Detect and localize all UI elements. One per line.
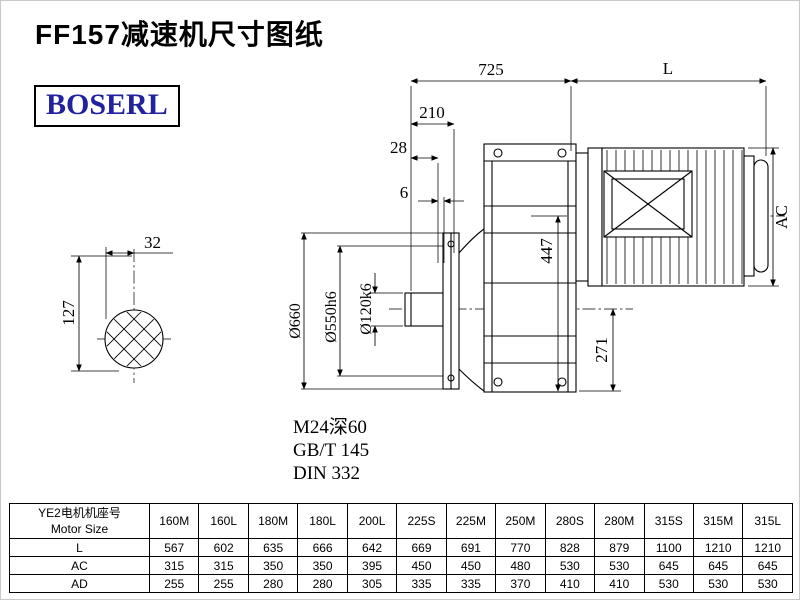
dim-127: 127: [59, 300, 78, 326]
table-cell-AC-315S: 645: [643, 556, 694, 575]
dim-L: L: [663, 59, 673, 78]
table-cell-AD-280M: 410: [594, 574, 645, 593]
table-cell-AD-160L: 255: [198, 574, 249, 593]
table-header-col-160L: 160L: [198, 503, 249, 539]
gb-standard-label: GB/T 145: [293, 440, 369, 461]
motor-view: AC: [575, 147, 791, 287]
table-row-label-AD: AD: [9, 574, 150, 593]
table-cell-AC-180L: 350: [297, 556, 348, 575]
table-header-col-315M: 315M: [692, 503, 744, 539]
table-cell-AD-225M: 335: [445, 574, 497, 593]
table-cell-AD-315M: 530: [692, 574, 744, 593]
table-cell-L-250M: 770: [495, 538, 546, 557]
table-row-label-AC: AC: [9, 556, 150, 575]
diameter-dimensions: Ø660 Ø550h6 Ø120k6: [287, 232, 443, 390]
page-title: FF157减速机尺寸图纸: [35, 19, 324, 50]
table-header-col-250M: 250M: [495, 503, 546, 539]
table-header-motor-size-cn: YE2电机机座号: [38, 506, 121, 520]
table-header-col-315S: 315S: [643, 503, 694, 539]
thread-note: M24深60 GB/T 145 DIN 332: [293, 416, 369, 484]
table-header-col-180L: 180L: [297, 503, 348, 539]
table-cell-L-160L: 602: [198, 538, 249, 557]
table-cell-AC-160M: 315: [148, 556, 200, 575]
table-cell-L-180L: 666: [297, 538, 348, 557]
table-cell-L-280M: 879: [594, 538, 645, 557]
table-cell-L-225S: 669: [396, 538, 447, 557]
left-end-view: 32 127: [59, 233, 173, 383]
table-cell-AD-160M: 255: [148, 574, 200, 593]
dim-32: 32: [144, 233, 161, 252]
table-cell-AC-280S: 530: [544, 556, 596, 575]
table-cell-AC-315L: 645: [742, 556, 793, 575]
table-cell-AD-250M: 370: [495, 574, 546, 593]
technical-drawing: 32 127: [59, 59, 791, 484]
table-cell-AD-280S: 410: [544, 574, 596, 593]
dim-diameter-550: Ø550h6: [323, 291, 340, 343]
table-header-col-315L: 315L: [742, 503, 793, 539]
table-cell-L-180M: 635: [247, 538, 299, 557]
table-cell-AD-225S: 335: [396, 574, 447, 593]
table-cell-AD-315S: 530: [643, 574, 694, 593]
dim-271: 271: [592, 337, 611, 363]
table-cell-AD-180M: 280: [247, 574, 299, 593]
thread-spec-label: M24深60: [293, 416, 367, 438]
table-cell-L-315M: 1210: [692, 538, 744, 557]
dim-diameter-120: Ø120k6: [358, 283, 375, 335]
table-header-col-160M: 160M: [148, 503, 200, 539]
motor-fan-cover: [753, 159, 769, 273]
table-cell-AC-250M: 480: [495, 556, 546, 575]
table-cell-AC-200L: 395: [346, 556, 398, 575]
table-cell-AC-280M: 530: [594, 556, 645, 575]
table-header-col-280M: 280M: [594, 503, 645, 539]
table-cell-L-315L: 1210: [742, 538, 793, 557]
dim-AC: AC: [772, 205, 791, 229]
table-header-col-280S: 280S: [544, 503, 596, 539]
table-cell-AC-160L: 315: [198, 556, 249, 575]
table-header-motor-size: YE2电机机座号 Motor Size: [9, 503, 150, 539]
dim-diameter-660: Ø660: [287, 303, 304, 339]
table-cell-AD-315L: 530: [742, 574, 793, 593]
table-cell-L-200L: 642: [346, 538, 398, 557]
table-header-motor-size-en: Motor Size: [50, 522, 109, 536]
gear-housing: [483, 143, 577, 393]
dim-6: 6: [400, 183, 409, 202]
dim-28: 28: [390, 138, 407, 157]
dim-725: 725: [478, 60, 504, 79]
table-cell-AC-315M: 645: [692, 556, 744, 575]
table-header-col-200L: 200L: [346, 503, 398, 539]
dim-447: 447: [537, 238, 556, 264]
table-cell-L-225M: 691: [445, 538, 497, 557]
table-cell-AC-225S: 450: [396, 556, 447, 575]
dim-210: 210: [419, 103, 445, 122]
table-cell-L-315S: 1100: [643, 538, 694, 557]
table-cell-AC-180M: 350: [247, 556, 299, 575]
table-cell-AD-200L: 305: [346, 574, 398, 593]
table-header-col-225M: 225M: [445, 503, 497, 539]
table-row-label-L: L: [9, 538, 150, 557]
table-header-col-180M: 180M: [247, 503, 299, 539]
din-standard-label: DIN 332: [293, 463, 360, 484]
brand-logo-text: BOSERL: [46, 88, 168, 121]
table-cell-AD-180L: 280: [297, 574, 348, 593]
table-header-col-225S: 225S: [396, 503, 447, 539]
table-cell-AC-225M: 450: [445, 556, 497, 575]
table-cell-L-280S: 828: [544, 538, 596, 557]
brand-logo: BOSERL: [34, 85, 180, 127]
table-cell-L-160M: 567: [148, 538, 200, 557]
